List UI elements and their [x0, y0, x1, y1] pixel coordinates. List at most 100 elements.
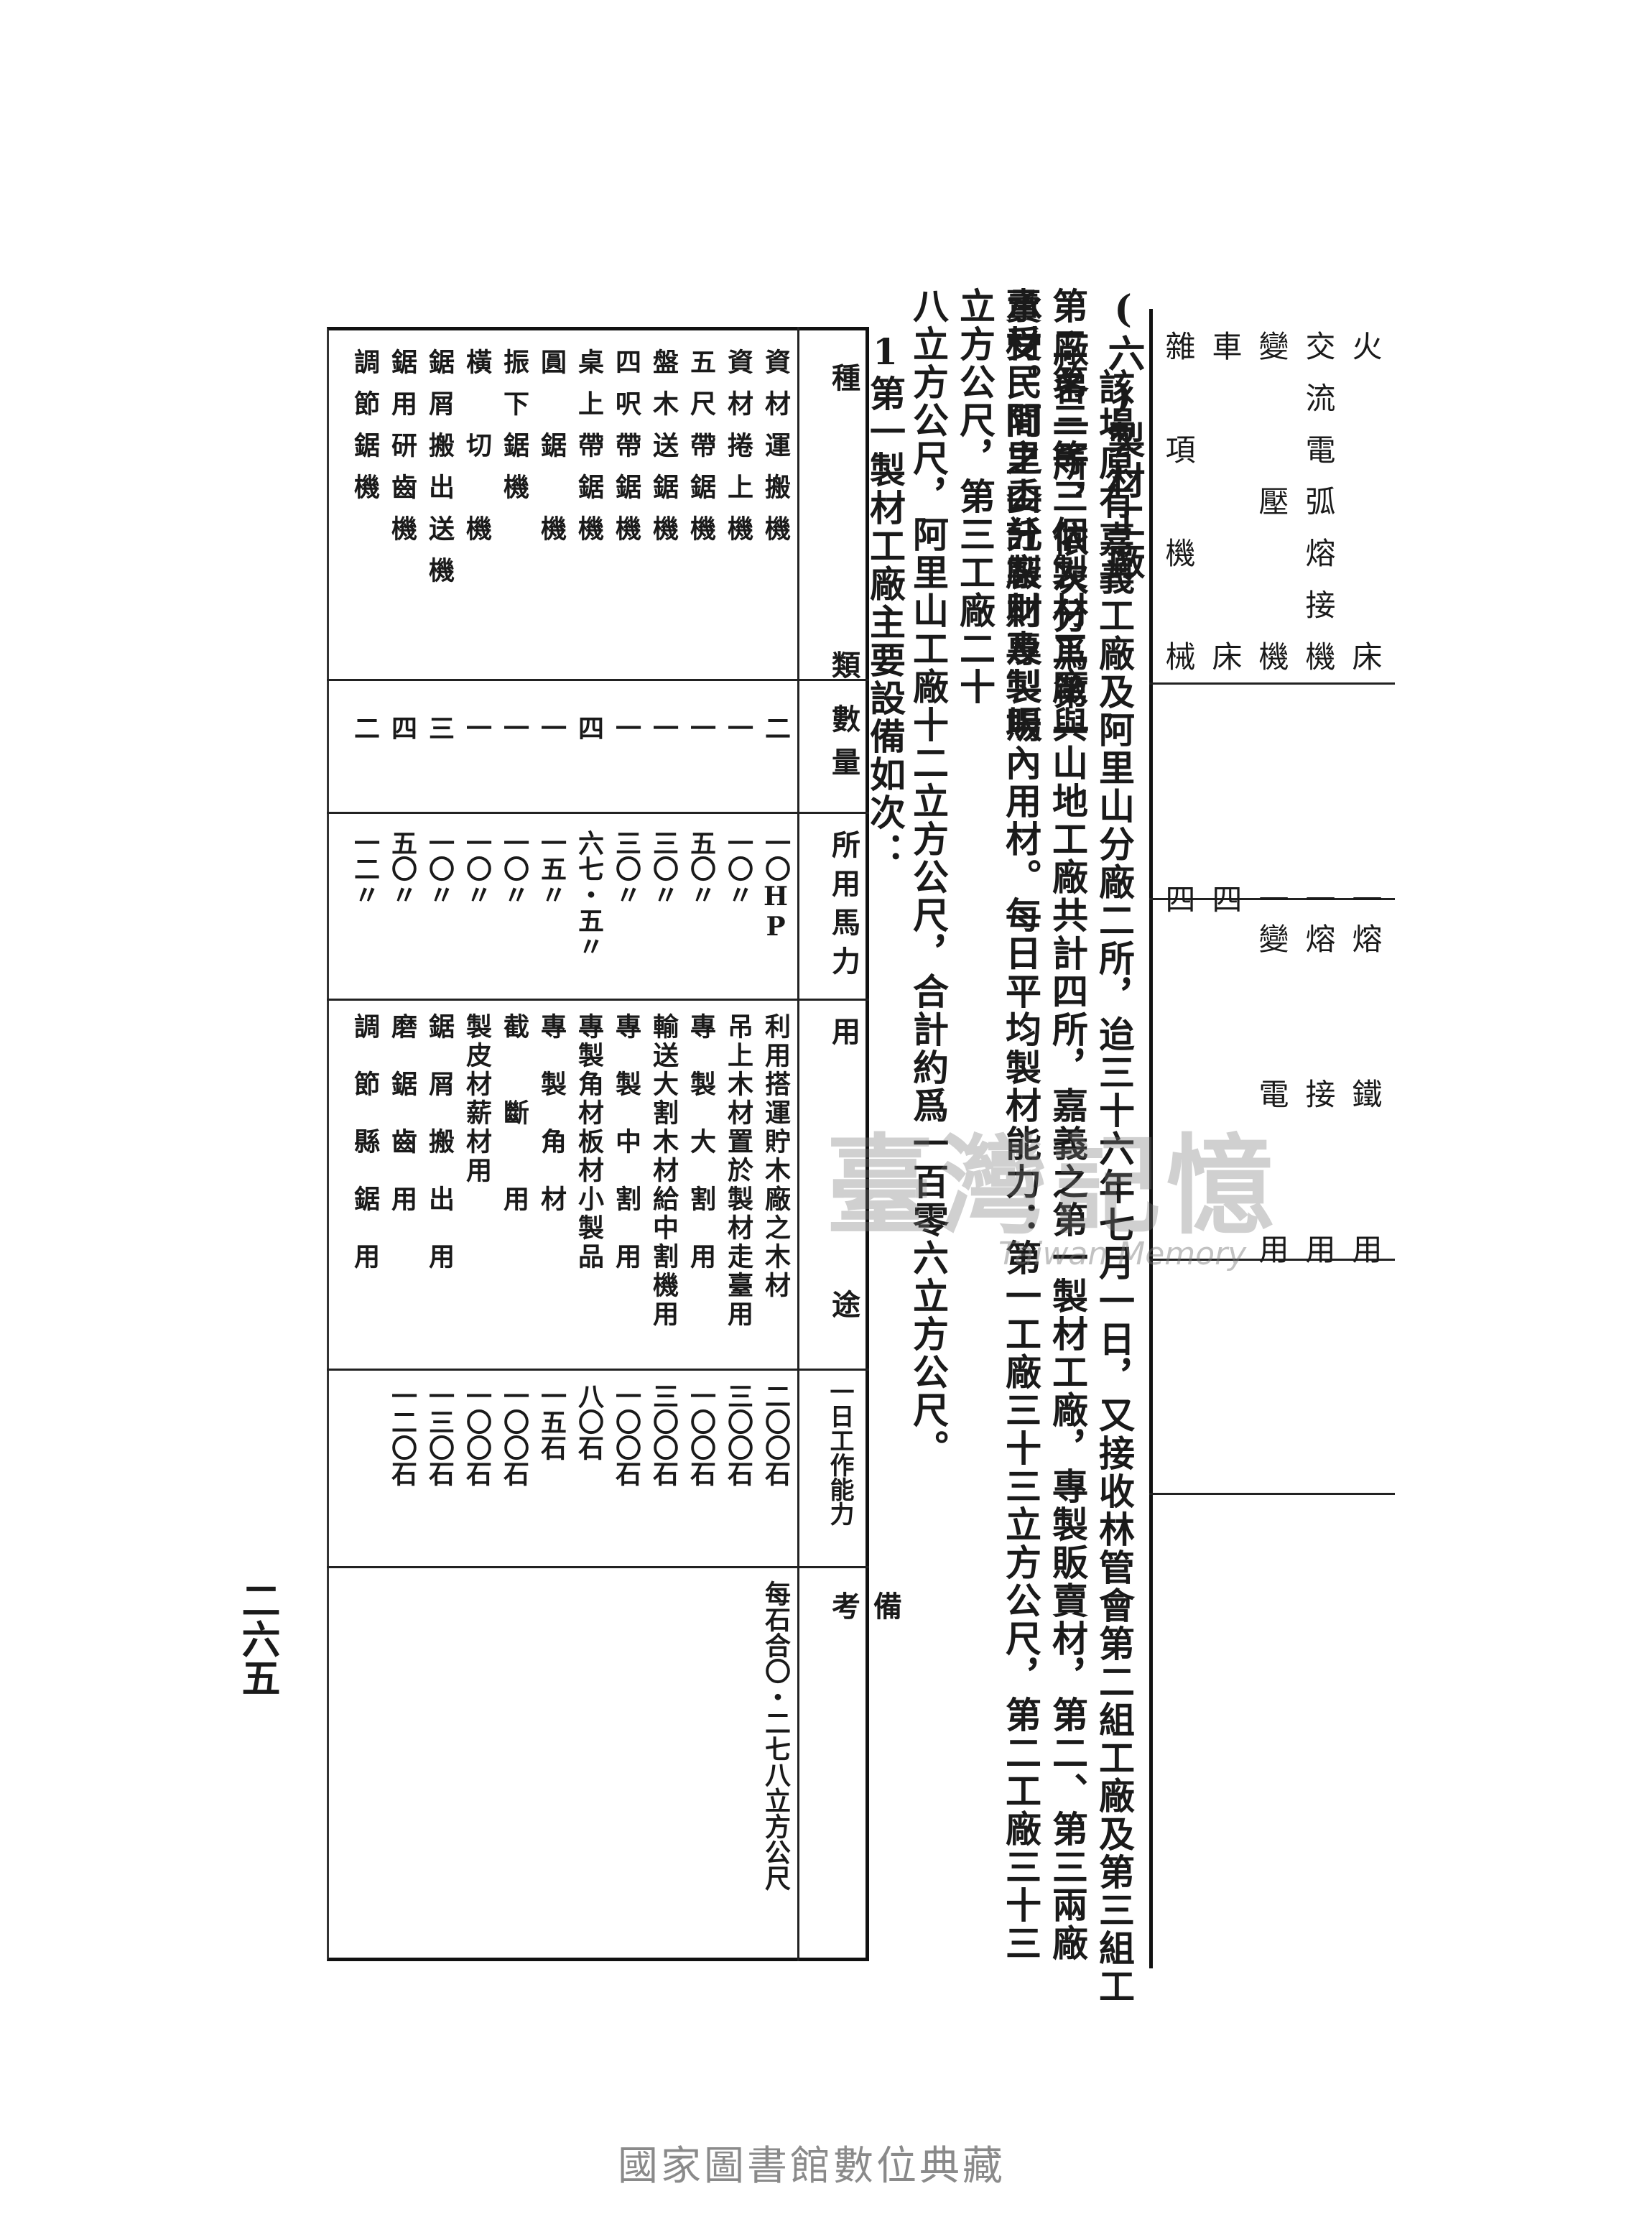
cell-hp: 一〇〃 — [499, 830, 529, 907]
cell-use: 調 節 縣 鋸 用 — [350, 1013, 380, 1272]
section-subtitle: 1第一製材工廠主要設備如次： — [864, 330, 906, 870]
cell-hp: 一〇〃 — [424, 830, 455, 907]
header-qty: 數量 — [827, 704, 860, 790]
top-item-name: 火 床 — [1347, 330, 1383, 693]
top-item-use: 熔 鐵 用 — [1347, 923, 1383, 1285]
top-table-rule-3 — [1149, 1259, 1395, 1261]
header-divider — [797, 327, 799, 1961]
top-item-name: 車 床 — [1207, 330, 1243, 693]
top-table-frame — [1149, 309, 1395, 1968]
cell-use: 專 製 大 割 用 — [686, 1013, 716, 1272]
cell-capacity: 一五石 — [537, 1383, 567, 1460]
cell-remarks: 每石合〇・二七八立方公尺 — [761, 1580, 791, 1891]
cell-capacity: 三〇〇石 — [649, 1383, 679, 1486]
cell-use: 專 製 角 材 — [537, 1013, 567, 1214]
paragraph-line: 賣材。阿里山分廠則專製場內用材。每日平均製材能力：第一工廠三十三立方公尺，第二工… — [954, 287, 1042, 1963]
cell-qty: 四 — [574, 715, 604, 741]
cell-kind: 振下鋸機 — [499, 348, 529, 515]
header-capacity: 一日工作能力 — [825, 1379, 854, 1526]
cell-hp: 一五〃 — [537, 830, 567, 907]
top-table-rule-1 — [1149, 682, 1395, 685]
cell-hp: 三〇〃 — [649, 830, 679, 907]
cell-hp: 一〇〃 — [462, 830, 492, 907]
cell-use: 截 斷 用 — [499, 1013, 529, 1214]
top-table-rule-2 — [1149, 898, 1395, 900]
watermark-subtitle: Taiwan Memory — [998, 1236, 1247, 1272]
cell-hp: 五〇〃 — [387, 830, 417, 907]
cell-qty: 一 — [611, 715, 641, 741]
header-use: 用 途 — [827, 1017, 860, 1344]
cell-hp: 一二〃 — [350, 830, 380, 907]
cell-qty: 一 — [686, 715, 716, 741]
header-remarks: 備 考 — [827, 1591, 902, 2137]
cell-kind: 鋸用研齒機 — [387, 348, 417, 557]
cell-kind: 桌上帶鋸機 — [574, 348, 604, 557]
archive-footer: 國家圖書館數位典藏 — [618, 2143, 1006, 2190]
cell-kind: 圓 鋸 機 — [537, 348, 567, 557]
cell-use: 磨 鋸 齒 用 — [387, 1013, 417, 1214]
top-item-name: 變 壓 機 — [1254, 330, 1289, 693]
cell-qty: 三 — [424, 715, 455, 741]
paragraph-line: 該場原有嘉義工廠及阿里山分廠二所，迨三十六年七月一日，又接收林管會第二組工廠及第… — [1047, 330, 1136, 2006]
cell-hp: 一〇〃 — [723, 830, 753, 907]
cell-capacity: 一二〇石 — [387, 1383, 417, 1486]
cell-kind: 鋸屑搬出送機 — [424, 348, 455, 598]
cell-kind: 資材運搬機 — [761, 348, 791, 557]
header-hp: 所用馬力 — [827, 830, 860, 985]
page-number: 二六五 — [235, 1580, 281, 1697]
paragraph-line: 八立方公尺，阿里山工廠十二立方公尺，合計約爲一百零六立方公尺。 — [907, 287, 950, 1468]
section-title: (六)製材工廠 — [1101, 287, 1145, 582]
cell-use: 專 製 中 割 用 — [611, 1013, 641, 1272]
cell-qty: 四 — [387, 715, 417, 741]
top-item-qty: 一 — [1301, 884, 1336, 935]
cell-qty: 一 — [499, 715, 529, 741]
paragraph-line: 第二第三等三個製材工廠與山地工廠共計四所，嘉義之第一製材工廠，專製販賣材，第二、… — [1001, 287, 1089, 1963]
cell-hp: 三〇〃 — [611, 830, 641, 907]
cell-use: 輸送大割木材給中割機用 — [649, 1013, 679, 1329]
cell-capacity: 三〇〇石 — [723, 1383, 753, 1486]
top-item-qty: 一 — [1347, 884, 1383, 935]
cell-qty: 一 — [462, 715, 492, 741]
cell-kind: 調節鋸機 — [350, 348, 380, 515]
cell-kind: 橫 切 機 — [462, 348, 492, 557]
rule-after-kind — [327, 679, 869, 681]
rule-after-use — [327, 1369, 869, 1371]
cell-capacity: 一〇〇石 — [611, 1383, 641, 1486]
cell-capacity: 一〇〇石 — [462, 1383, 492, 1486]
sawmill-equipment-table: 種 類 數量 所用馬力 用 途 一日工作能力 備 考 資材運搬機二一〇HP 利用搭… — [327, 327, 902, 2137]
cell-qty: 二 — [761, 715, 791, 741]
cell-use: 專製角材板材小製品 — [574, 1013, 604, 1272]
top-item-qty: 四 — [1161, 884, 1196, 935]
cell-capacity: 一〇〇石 — [499, 1383, 529, 1486]
cell-qty: 二 — [350, 715, 380, 741]
top-item-qty: 一 — [1254, 884, 1289, 935]
cell-hp: 一〇HP — [761, 830, 791, 942]
rule-after-qty — [327, 812, 869, 814]
top-item-qty: 四 — [1207, 884, 1243, 935]
cell-qty: 一 — [537, 715, 567, 741]
cell-kind: 四呎帶鋸機 — [611, 348, 641, 557]
top-item-name: 交流電弧熔接機 — [1301, 330, 1336, 693]
cell-use: 製皮材薪材用 — [462, 1013, 492, 1185]
top-item-name: 雜 項 機 械 — [1161, 330, 1196, 693]
cell-hp: 六七・五〃 — [574, 830, 604, 959]
top-item-use: 熔 接 用 — [1301, 923, 1336, 1285]
top-equipment-table: 火 床 交流電弧熔接機 變 壓 機 車 床 雜 項 機 械 一 一 一 四 四 … — [1149, 309, 1395, 1968]
top-item-use: 變 電 用 — [1254, 923, 1289, 1285]
cell-hp: 五〇〃 — [686, 830, 716, 907]
watermark-logo: 臺灣記憶 — [826, 1123, 1281, 1249]
cell-capacity: 一〇〇石 — [686, 1383, 716, 1486]
cell-capacity: 二〇〇石 — [761, 1383, 791, 1486]
rule-after-capacity — [327, 1566, 869, 1568]
cell-capacity: 八〇石 — [574, 1383, 604, 1460]
header-kind: 種 類 — [827, 363, 860, 722]
cell-qty: 一 — [649, 715, 679, 741]
cell-capacity: 一三〇石 — [424, 1383, 455, 1486]
cell-use: 鋸 屑 搬 出 用 — [424, 1013, 455, 1272]
table-border — [327, 327, 869, 1961]
top-table-rule-4 — [1149, 1493, 1395, 1495]
cell-kind: 五尺帶鋸機 — [686, 348, 716, 557]
cell-use: 利用搭運貯木廠之木材 — [761, 1013, 791, 1300]
rule-after-hp — [327, 999, 869, 1001]
cell-kind: 資材捲上機 — [723, 348, 753, 557]
